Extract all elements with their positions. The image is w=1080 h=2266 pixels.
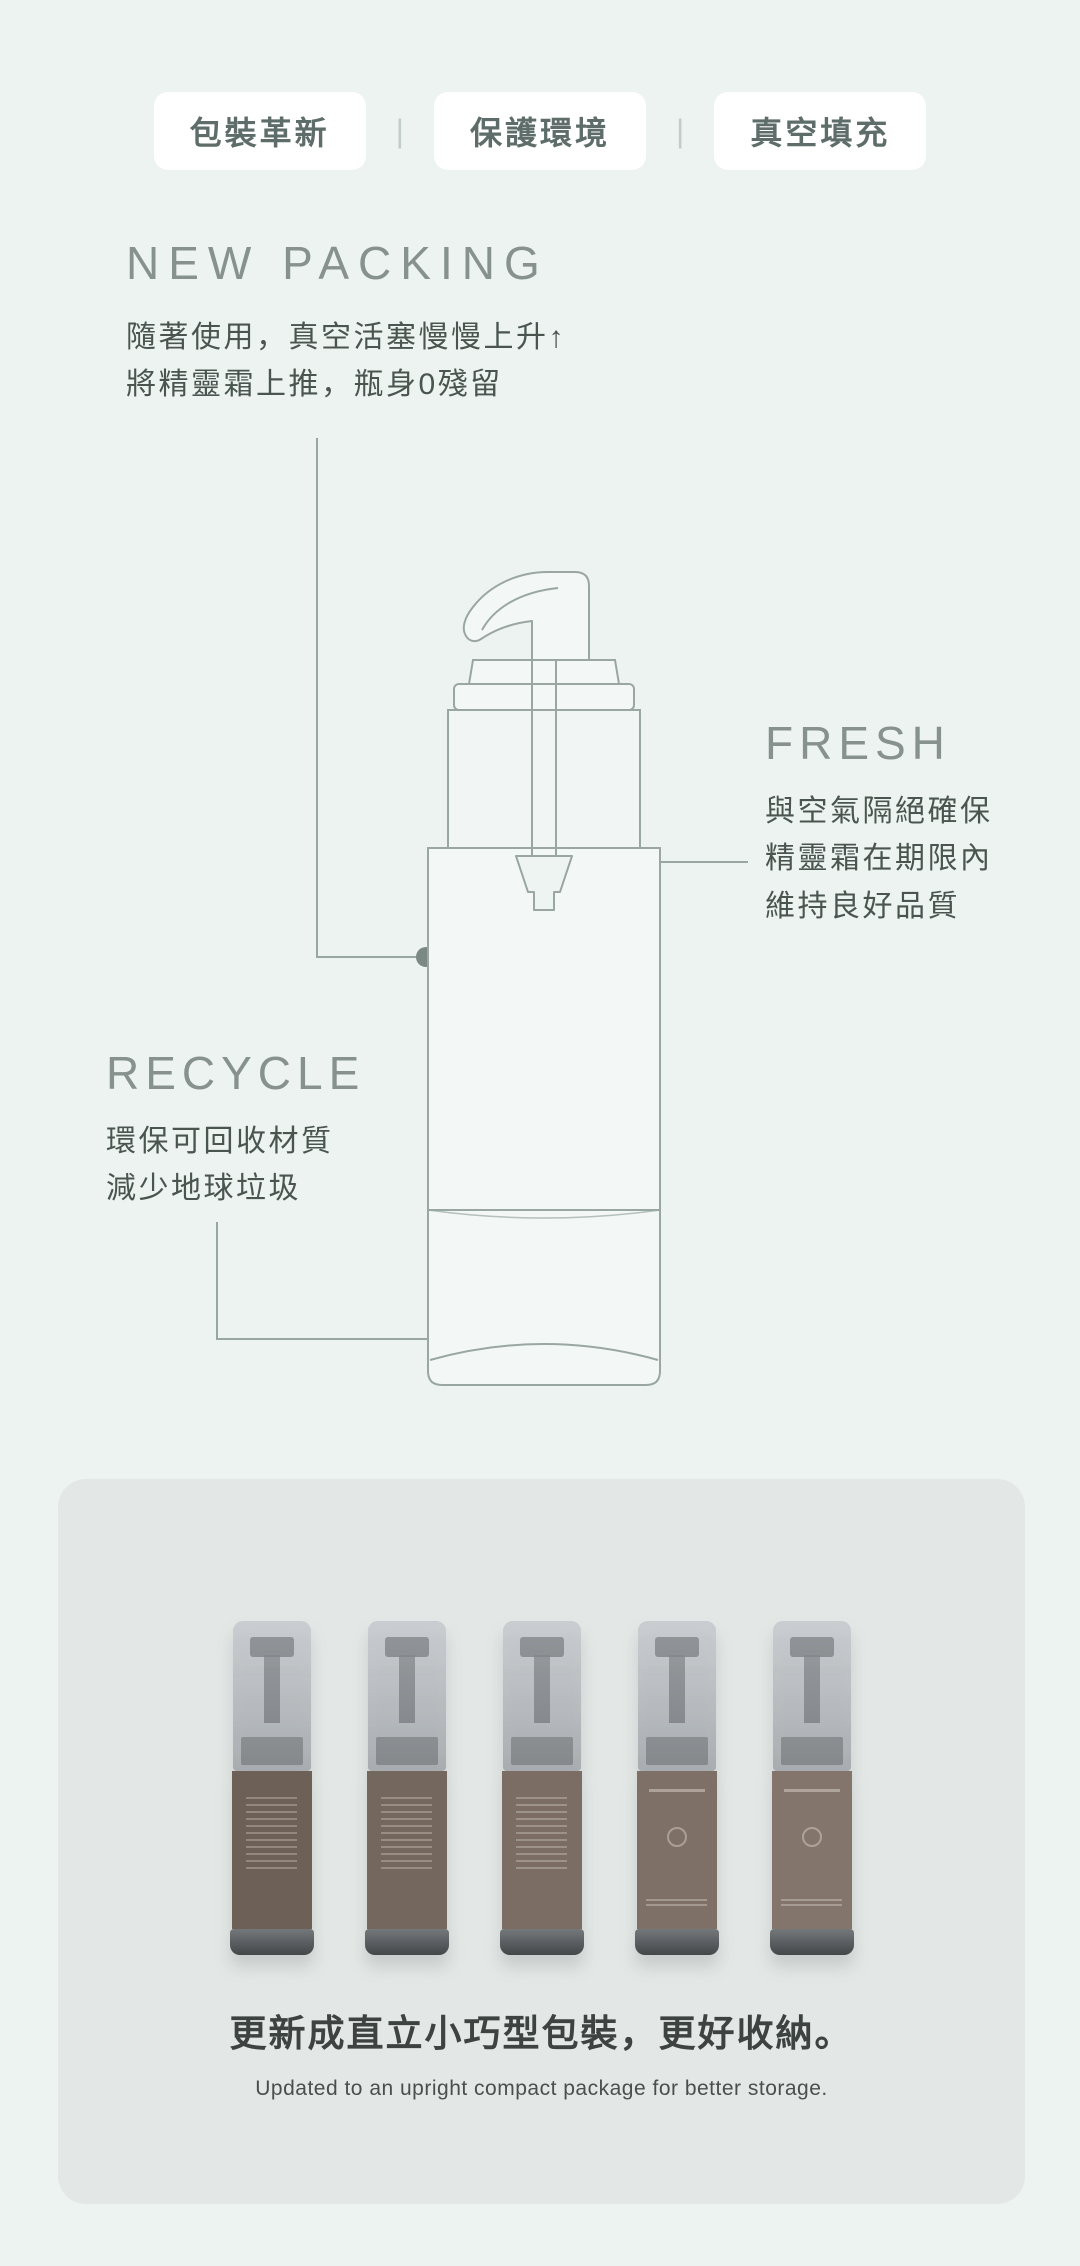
new-packing-title: NEW PACKING: [126, 237, 549, 289]
fresh-title: FRESH: [765, 717, 951, 769]
product-bottle: [634, 1621, 719, 1955]
new-packing-line2: 將精靈霜上推，瓶身0殘留: [126, 368, 503, 402]
recycle-title: RECYCLE: [106, 1047, 366, 1099]
new-packing-line1: 隨著使用，真空活塞慢慢上升↑: [126, 321, 566, 354]
recycle-line2: 減少地球垃圾: [106, 1172, 301, 1206]
bottle-base: [364, 1929, 449, 1955]
section-fresh: FRESH 與空氣隔絕確保 精靈霜在期限內 維持良好品質: [765, 716, 993, 930]
new-packing-callout-line-horizontal: [316, 956, 428, 958]
new-packing-callout-line-vertical: [316, 438, 318, 958]
bottle-body: [501, 1771, 582, 1929]
badge-packing-innovation: 包裝革新: [153, 92, 366, 170]
fresh-line3: 維持良好品質: [765, 889, 960, 923]
card-subheading: Updated to an upright compact package fo…: [255, 2077, 828, 2100]
recycle-line1: 環保可回收材質: [106, 1125, 334, 1158]
section-new-packing: NEW PACKING 隨著使用，真空活塞慢慢上升↑ 將精靈霜上推，瓶身0殘留: [126, 236, 566, 409]
bottle-cap: [502, 1621, 581, 1771]
section-recycle: RECYCLE 環保可回收材質 減少地球垃圾: [106, 1046, 365, 1213]
pump-bottle-line-art: [427, 571, 661, 1386]
bottle-body: [636, 1771, 717, 1929]
badge-separator: |: [676, 112, 685, 149]
fresh-line1: 與空氣隔絕確保: [765, 795, 993, 828]
bottle-body: [366, 1771, 447, 1929]
bottle-cap: [232, 1621, 311, 1771]
badge-protect-environment: 保護環境: [433, 92, 646, 170]
bottle-cap: [367, 1621, 446, 1771]
bottle-base: [499, 1929, 584, 1955]
feature-badges-row: 包裝革新 | 保護環境 | 真空填充: [0, 92, 1080, 170]
bottle-cap: [637, 1621, 716, 1771]
product-bottle: [364, 1621, 449, 1955]
bottle-base: [634, 1929, 719, 1955]
recycle-callout-line-horizontal: [216, 1338, 464, 1340]
card-heading: 更新成直立小巧型包裝，更好收納。: [229, 2013, 854, 2054]
bottle-base: [229, 1929, 314, 1955]
badge-vacuum-fill: 真空填充: [714, 92, 927, 170]
product-photo-bottles: [58, 1621, 1025, 1955]
bottle-base: [769, 1929, 854, 1955]
fresh-callout-line: [650, 861, 748, 863]
badge-separator: |: [395, 112, 404, 149]
product-bottle: [769, 1621, 854, 1955]
product-bottle: [229, 1621, 314, 1955]
bottom-card: 更新成直立小巧型包裝，更好收納。 Updated to an upright c…: [58, 1479, 1025, 2204]
product-bottle: [499, 1621, 584, 1955]
recycle-callout-line-vertical: [216, 1222, 218, 1340]
bottle-body: [231, 1771, 312, 1929]
bottle-cap: [772, 1621, 851, 1771]
bottle-body: [771, 1771, 852, 1929]
fresh-line2: 精靈霜在期限內: [765, 842, 993, 876]
